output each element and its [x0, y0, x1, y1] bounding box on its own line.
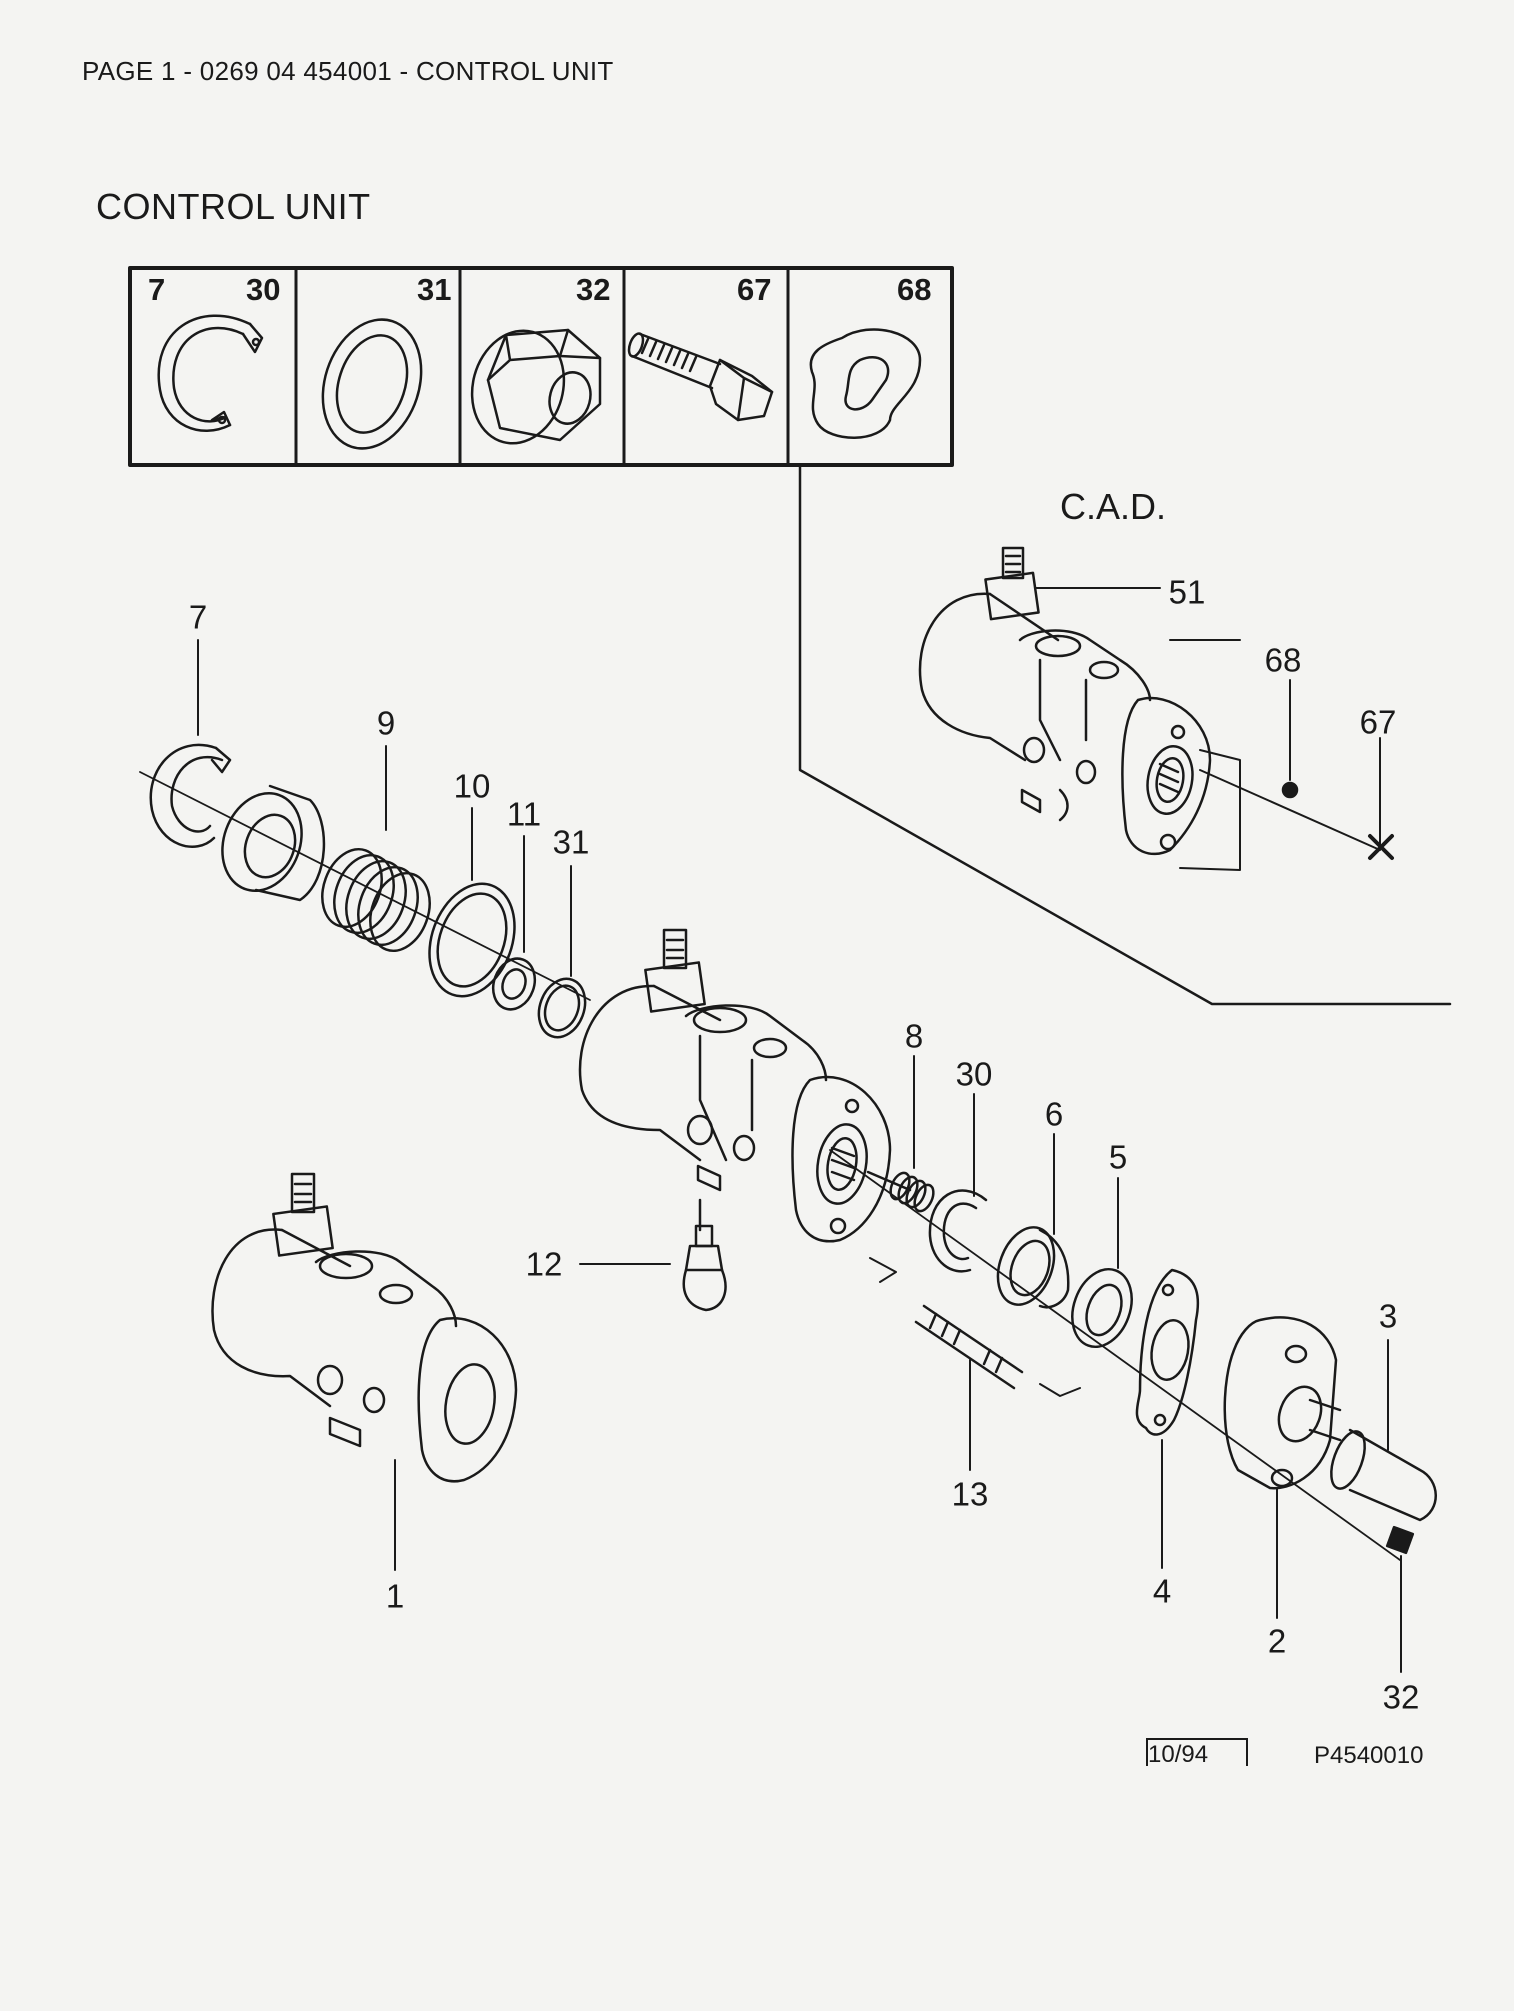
callout-51: 51	[1168, 573, 1206, 611]
callout-4: 4	[1152, 1572, 1172, 1610]
inset-label-30: 30	[246, 272, 281, 307]
callout-1: 1	[385, 1577, 405, 1615]
part-2-end-cap	[1223, 1316, 1342, 1619]
callout-30: 30	[955, 1055, 993, 1093]
circlip-icon	[157, 314, 264, 433]
callout-2: 2	[1267, 1622, 1287, 1660]
cad-control-unit	[918, 546, 1394, 871]
callout-3: 3	[1378, 1297, 1398, 1335]
part-control-body	[578, 928, 912, 1243]
footer-date-box	[1146, 1738, 1248, 1766]
callout-7: 7	[188, 598, 208, 636]
callout-5: 5	[1108, 1138, 1128, 1176]
inset-label-67: 67	[737, 272, 772, 307]
footer-code: P4540010	[1314, 1742, 1424, 1769]
callout-31: 31	[552, 823, 590, 861]
washer-icon	[321, 318, 423, 450]
part-5-seal	[1071, 1177, 1133, 1349]
bolt-icon	[627, 332, 774, 422]
hex-nut-icon	[470, 328, 602, 445]
callout-10: 10	[453, 767, 491, 805]
callout-67: 67	[1359, 703, 1397, 741]
part-11-ring	[491, 835, 537, 1011]
part-1-complete-unit	[211, 1172, 518, 1571]
footer-date: 10/94	[1148, 1741, 1209, 1768]
part-8-spring	[889, 1055, 935, 1213]
callout-8: 8	[904, 1017, 924, 1055]
callout-68: 68	[1264, 641, 1302, 679]
callout-12: 12	[525, 1245, 563, 1283]
inset-label-7: 7	[148, 272, 166, 307]
inset-label-31: 31	[417, 272, 452, 307]
part-30-circlip	[928, 1093, 988, 1273]
shaped-washer-icon	[809, 328, 922, 439]
callout-13: 13	[951, 1475, 989, 1513]
part-32-nut	[1385, 1525, 1415, 1673]
inset-label-32: 32	[576, 272, 611, 307]
part-spring-seat	[221, 784, 326, 902]
callout-32: 32	[1382, 1678, 1420, 1716]
section-title: CONTROL UNIT	[96, 186, 371, 227]
inset-label-68: 68	[897, 272, 932, 307]
part-7-circlip	[149, 639, 232, 848]
callout-6: 6	[1044, 1095, 1064, 1133]
part-9-spring	[321, 745, 431, 953]
callout-9: 9	[376, 704, 396, 742]
cad-title: C.A.D.	[1060, 486, 1167, 527]
part-3-cover	[1330, 1339, 1437, 1522]
part-4-gasket	[1135, 1268, 1200, 1569]
page-header: PAGE 1 - 0269 04 454001 - CONTROL UNIT	[82, 56, 614, 86]
inset-parts-table	[128, 266, 954, 467]
part-6-piston	[996, 1133, 1070, 1309]
part-10-washer	[428, 807, 516, 998]
part-31-seal	[537, 865, 587, 1039]
part-13-stud	[869, 1257, 1081, 1471]
part-12-plug	[579, 1198, 727, 1312]
callout-11: 11	[506, 795, 542, 833]
